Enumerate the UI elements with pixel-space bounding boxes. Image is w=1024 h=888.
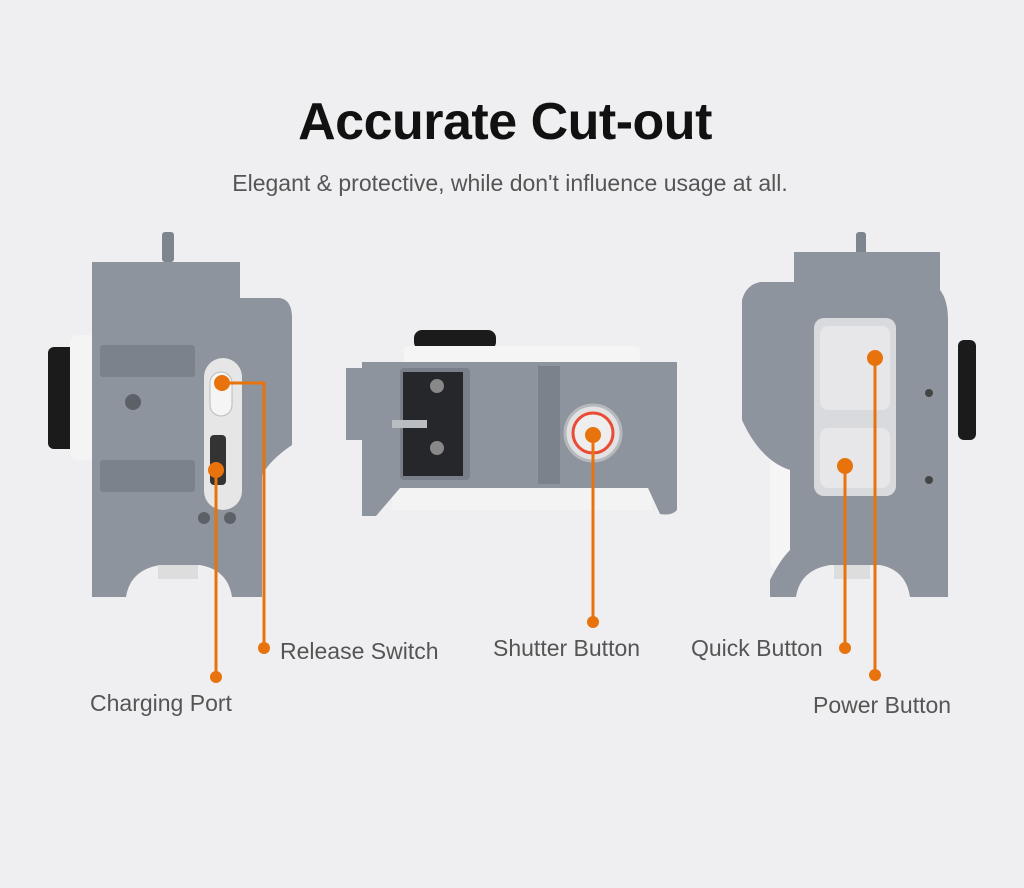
middle-cage-image — [346, 330, 677, 516]
page-subtitle: Elegant & protective, while don't influe… — [232, 170, 788, 196]
left-cage-image — [48, 232, 292, 597]
quick-button-label: Quick Button — [691, 635, 823, 661]
page-title: Accurate Cut-out — [298, 93, 712, 151]
release-switch-label: Release Switch — [280, 638, 439, 664]
right-cage-image — [742, 232, 976, 597]
charging-port-label: Charging Port — [90, 690, 232, 716]
callout-lines — [208, 350, 883, 683]
power-button-label: Power Button — [813, 692, 952, 718]
shutter-button-label: Shutter Button — [493, 635, 641, 661]
